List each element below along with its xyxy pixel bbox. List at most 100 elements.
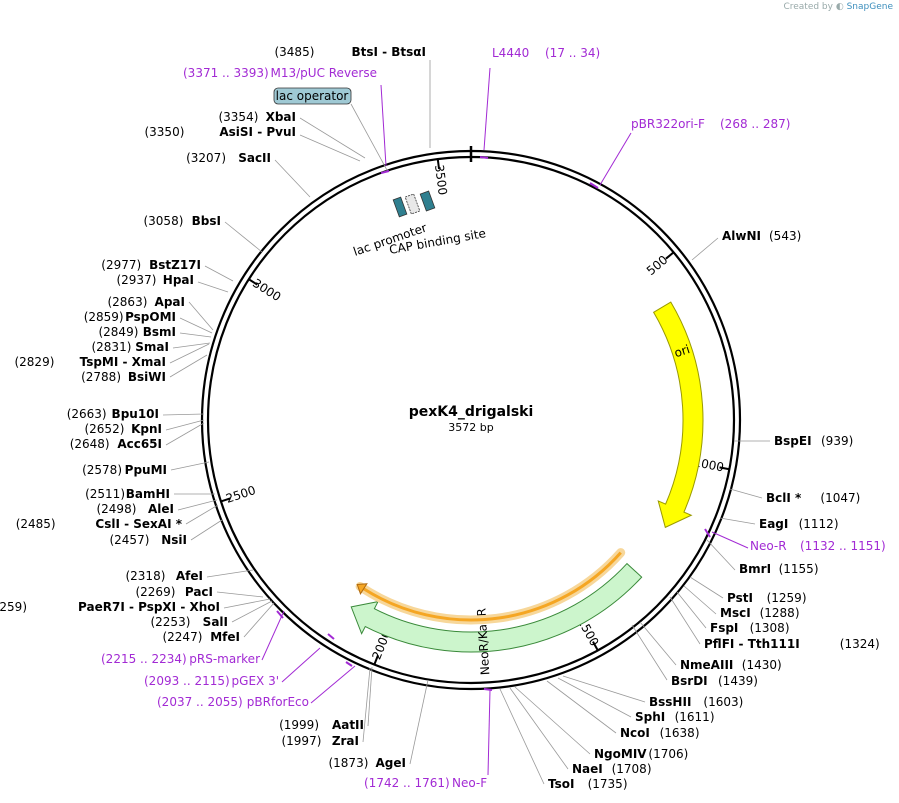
- tick-label: 3500: [432, 164, 450, 196]
- enzyme-site[interactable]: XbaI(3354): [218, 110, 366, 159]
- enzyme-site[interactable]: Acc65I(2648): [70, 422, 205, 451]
- enzyme-name: BssHII: [649, 695, 691, 709]
- primer-range: (2037 .. 2055): [157, 695, 243, 709]
- tick-label: 500: [644, 253, 671, 278]
- lac-operator-box[interactable]: [273, 87, 352, 105]
- enzyme-site[interactable]: ApaI(2863): [107, 295, 214, 331]
- enzyme-site[interactable]: SalI(2253): [150, 600, 273, 629]
- enzyme-site[interactable]: BbsI (3058): [143, 214, 263, 253]
- enzyme-site[interactable]: BtsI - BtsαI(3485): [274, 45, 431, 148]
- enzyme-position: (3354): [218, 110, 258, 124]
- small-feature-mark[interactable]: [392, 196, 408, 218]
- primer-l4440[interactable]: L4440(17 .. 34): [479, 46, 600, 159]
- enzyme-site[interactable]: PspOMI(2859): [84, 310, 213, 334]
- enzyme-site[interactable]: CslI - SexAI * (2485): [16, 504, 219, 531]
- primer-name: pGEX 3': [232, 674, 279, 688]
- primer-prs-marker[interactable]: (2215 .. 2234)pRS-marker: [101, 610, 285, 666]
- enzyme-site[interactable]: MscI(1288): [683, 585, 800, 620]
- enzyme-site[interactable]: AsiSI - PvuI(3350): [144, 125, 361, 162]
- primer-pbrforeco[interactable]: (2037 .. 2055) pBRforEco: [157, 661, 356, 709]
- enzyme-site[interactable]: ZraI(1997): [281, 667, 371, 748]
- primer-m13-puc-reverse[interactable]: (3371 .. 3393)M13/pUC Reverse: [183, 66, 390, 174]
- primer-neo-f[interactable]: (1742 .. 1761)Neo-F: [364, 688, 493, 790]
- enzyme-site[interactable]: AgeI(1873): [328, 679, 429, 770]
- enzyme-site[interactable]: BsiWI(2788): [81, 354, 208, 384]
- enzyme-site[interactable]: AlwNI(543): [691, 229, 801, 261]
- enzyme-position: (2829): [14, 355, 54, 369]
- plasmid-name: pexK4_drigalski: [409, 404, 534, 420]
- primer-range: (2093 .. 2115): [144, 674, 230, 688]
- enzyme-name: FspI: [710, 621, 738, 635]
- enzyme-site[interactable]: TsoI(1735): [499, 688, 628, 791]
- enzyme-site[interactable]: NsiI(2457): [109, 519, 223, 547]
- primer-name: L4440: [492, 46, 529, 60]
- enzyme-site[interactable]: BstZ17I (2977): [101, 258, 234, 282]
- primer-mark: [483, 688, 493, 691]
- enzyme-site[interactable]: KpnI(2652): [84, 419, 205, 436]
- feature-ori[interactable]: ori: [652, 301, 704, 529]
- enzyme-name: BstZ17I: [149, 258, 201, 272]
- enzyme-name: CslI - SexAI *: [95, 517, 182, 531]
- enzyme-site[interactable]: SacII(3207): [186, 151, 311, 198]
- enzyme-name: BbsI: [192, 214, 221, 228]
- primer-pbr322ori-f[interactable]: pBR322ori-F(268 .. 287): [589, 117, 790, 189]
- enzyme-site[interactable]: SmaI(2831): [91, 340, 211, 354]
- enzyme-site[interactable]: AfeI(2318): [125, 569, 254, 583]
- enzyme-site[interactable]: PpuMI(2578): [82, 461, 210, 477]
- enzyme-position: (2977): [101, 258, 141, 272]
- enzyme-leader: [177, 499, 218, 511]
- enzyme-leader: [185, 504, 219, 525]
- enzyme-leader: [274, 159, 311, 198]
- enzyme-site[interactable]: AatII(1999): [279, 666, 373, 732]
- enzyme-name: PacI: [185, 585, 213, 599]
- enzyme-site[interactable]: NcoI(1638): [546, 680, 700, 740]
- enzyme-leader: [706, 539, 736, 571]
- enzyme-position: (1439): [718, 674, 758, 688]
- enzyme-site[interactable]: EagI(1112): [719, 517, 839, 531]
- primer-pgex-3-[interactable]: (2093 .. 2115)pGEX 3': [144, 633, 335, 688]
- enzyme-site[interactable]: Bpu10I(2663): [67, 407, 205, 421]
- enzyme-site[interactable]: BclI *(1047): [729, 488, 860, 505]
- feature-highlight[interactable]: [355, 548, 626, 625]
- enzyme-leader: [729, 488, 763, 499]
- small-feature-mark[interactable]: [419, 190, 436, 212]
- feature-arrowhead: [356, 583, 368, 595]
- enzyme-site[interactable]: BssHII(1603): [562, 675, 743, 709]
- enzyme-site[interactable]: BmrI(1155): [706, 539, 819, 576]
- enzyme-name: AsiSI - PvuI: [219, 125, 296, 139]
- enzyme-site[interactable]: PflFI - Tth111I(1324): [669, 596, 880, 651]
- primer-name: pBRforEco: [247, 695, 309, 709]
- enzyme-leader: [179, 332, 212, 338]
- enzyme-site[interactable]: HpaI(2937): [116, 273, 229, 293]
- enzyme-position: (1997): [281, 734, 321, 748]
- primer-neo-r[interactable]: Neo-R(1132 .. 1151): [704, 528, 886, 553]
- enzyme-site[interactable]: NmeAIII(1430): [639, 621, 782, 672]
- enzyme-name: PflFI - Tth111I: [704, 637, 800, 651]
- enzyme-site[interactable]: BspEI(939): [734, 434, 853, 448]
- enzyme-position: (3058): [143, 214, 183, 228]
- enzyme-site[interactable]: BamHI(2511): [85, 487, 215, 501]
- enzyme-site[interactable]: NgoMIV(1706): [514, 686, 688, 761]
- enzyme-leader: [165, 422, 205, 446]
- enzyme-site[interactable]: MfeI(2247): [162, 602, 275, 644]
- primer-mark: [704, 528, 711, 538]
- enzyme-site[interactable]: PacI(2269): [135, 585, 264, 599]
- enzyme-site[interactable]: PaeR7I - PspXI - XhoI(2259): [0, 598, 271, 614]
- enzyme-site[interactable]: PstI(1259): [689, 576, 807, 605]
- enzyme-leader: [197, 281, 229, 293]
- enzyme-site[interactable]: AleI(2498): [96, 499, 218, 516]
- enzyme-name: NcoI: [620, 726, 650, 740]
- enzyme-leader: [691, 237, 719, 261]
- enzyme-site[interactable]: TspMI - XmaI(2829): [14, 343, 210, 369]
- enzyme-site[interactable]: SphI(1611): [557, 677, 715, 724]
- enzyme-leader: [223, 598, 271, 609]
- feature-neor-kanr[interactable]: NeoR/KanR: [350, 562, 643, 676]
- enzyme-leader: [224, 221, 263, 253]
- enzyme-site[interactable]: BsmI(2849): [98, 325, 212, 339]
- tick-mark: [665, 251, 675, 260]
- small-feature-mark[interactable]: [404, 193, 421, 215]
- enzyme-position: (2485): [16, 517, 56, 531]
- enzyme-site[interactable]: NaeI(1708): [509, 687, 652, 776]
- enzyme-site[interactable]: FspI(1308): [676, 591, 790, 635]
- enzyme-site[interactable]: BsrDI(1439): [631, 624, 758, 688]
